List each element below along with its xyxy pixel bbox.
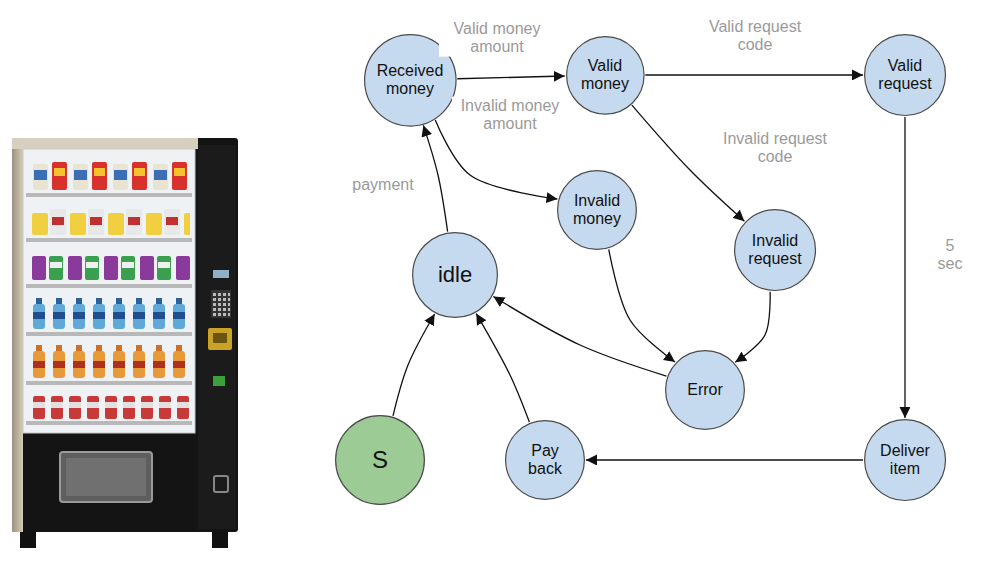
circle-shape — [336, 416, 425, 505]
transition-label: Valid request code — [697, 18, 813, 55]
state-circle: Error — [665, 350, 745, 430]
state-circle: idle — [412, 232, 498, 318]
circle-shape — [666, 351, 745, 430]
transition-label: payment — [350, 176, 415, 194]
transition-arrow — [609, 249, 675, 362]
transition-arrow — [457, 76, 564, 79]
state-name: Pay back — [520, 442, 570, 479]
transition-arrow — [476, 314, 529, 423]
transition-arrow — [904, 117, 905, 418]
transition-label: Invalid money amount — [452, 97, 568, 134]
node-label: Deliver item — [873, 442, 937, 479]
node-label: Invalid request — [743, 232, 807, 269]
state-circle: Deliver item — [864, 419, 946, 501]
state-name: Invalid money — [567, 192, 627, 229]
node-label: Received money — [372, 62, 448, 99]
node-label: Valid money — [575, 57, 635, 94]
circle-shape — [413, 233, 498, 318]
transition-arrow — [393, 314, 435, 416]
state-name: Error — [687, 381, 723, 399]
transition-arrow — [735, 292, 770, 363]
circle-shape — [735, 210, 816, 291]
state-name: Valid request — [873, 57, 937, 94]
state-name: idle — [438, 262, 472, 287]
node-label: Error — [686, 381, 724, 399]
state-name: Received money — [372, 62, 448, 99]
transition-label: 5 sec — [931, 237, 969, 274]
node-label: Valid request — [873, 57, 937, 94]
node-label: S — [371, 446, 390, 474]
state-name: S — [372, 446, 388, 474]
node-label: Invalid money — [567, 192, 627, 229]
transition-arrow — [423, 125, 447, 231]
transition-arrow — [586, 459, 863, 460]
circle-shape — [865, 420, 946, 501]
state-circle: Valid money — [566, 36, 645, 115]
state-circle: Valid request — [864, 34, 946, 116]
start-circle: S — [335, 415, 425, 505]
transition-arrow — [493, 296, 666, 376]
state-circle: Pay back — [505, 420, 585, 500]
circle-shape — [865, 35, 946, 116]
circle-shape — [506, 421, 585, 500]
circle-shape — [558, 171, 637, 250]
node-label: Pay back — [520, 442, 570, 479]
state-name: Invalid request — [743, 232, 807, 269]
transition-label: Valid money amount — [439, 20, 555, 57]
circle-shape — [566, 36, 643, 113]
state-circle: Invalid request — [734, 209, 816, 291]
state-circle: Invalid money — [557, 170, 637, 250]
transition-arrow — [645, 74, 863, 75]
state-name: Valid money — [575, 57, 635, 94]
transition-label: Invalid request code — [712, 130, 838, 167]
state-name: Deliver item — [873, 442, 937, 479]
node-label: idle — [437, 262, 474, 287]
